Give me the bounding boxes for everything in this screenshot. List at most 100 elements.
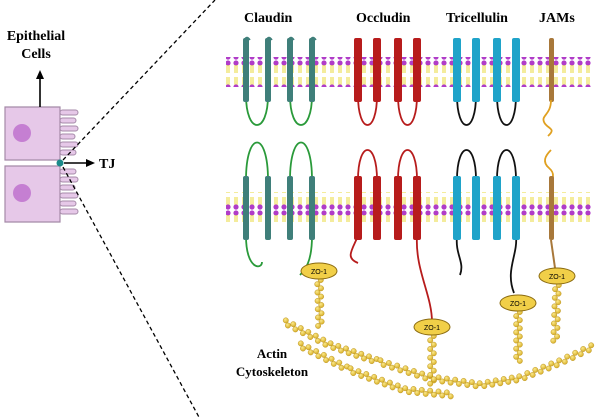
microvilli [59, 109, 79, 215]
actin-bead [313, 348, 320, 354]
actin-bead [505, 378, 512, 385]
actin-bead [338, 364, 345, 371]
actin-bead [368, 358, 375, 364]
actin-bead [314, 289, 321, 296]
actin-bead [314, 306, 321, 313]
actin-bead [554, 316, 561, 323]
claudin-lower-loops [245, 141, 313, 276]
actin-bead [330, 360, 337, 367]
actin-bead [513, 337, 520, 344]
actin-bead [550, 329, 557, 335]
actin-bead [430, 359, 437, 365]
actin-bead [427, 372, 434, 378]
actin-bead [577, 351, 584, 358]
actin-bead [551, 311, 558, 318]
occludin-upper-loops [357, 94, 418, 126]
jam-lower [544, 149, 556, 269]
tricellulin-upper [453, 38, 520, 102]
actin-bead [405, 370, 412, 376]
actin-bead [447, 379, 454, 386]
actin-bead [489, 381, 496, 388]
actin-bead [314, 281, 321, 288]
actin-bead [297, 325, 304, 331]
actin-bead [537, 368, 544, 375]
actin-bead [320, 336, 327, 343]
actin-bead [350, 370, 357, 376]
actin-bead [394, 362, 401, 369]
actin-bead [380, 362, 387, 368]
actin-bead [553, 362, 560, 369]
actin-bead [410, 386, 417, 392]
actin-bead [430, 350, 437, 357]
actin-bead [545, 365, 552, 372]
zo1-claudin [300, 262, 338, 280]
actin-bead [431, 391, 437, 398]
actin-bead [318, 310, 325, 317]
jams-label: JAMs [539, 11, 575, 26]
actin-bead [572, 349, 579, 356]
zo1-jam-label: ZO-1 [549, 274, 565, 281]
actin-bead [513, 353, 520, 360]
actin-bead [358, 373, 365, 379]
actin-bead [443, 375, 450, 382]
actin-bead [513, 345, 520, 352]
actin-bead [561, 358, 568, 365]
actin-bead [297, 340, 304, 347]
occludin-lower-loops [349, 149, 433, 323]
upper-nucleus [13, 124, 31, 142]
actin-bead [492, 377, 499, 384]
actin-bead [551, 303, 558, 310]
actin-bead [315, 353, 322, 360]
actin-bead [468, 379, 475, 385]
actin-bead [564, 353, 571, 360]
actin-bead [290, 321, 297, 328]
actin-bead [481, 383, 488, 389]
cells-arrow [36, 70, 44, 107]
actin-bead [554, 324, 561, 331]
actin-bead [353, 352, 360, 359]
actin-bead [347, 365, 354, 372]
actin-bead [318, 285, 324, 292]
actin-bead [476, 380, 483, 387]
actin-bead [338, 347, 344, 354]
tricellulin-label: Tricellulin [446, 11, 508, 26]
actin-bead [585, 347, 592, 354]
epithelial-label: Epithelial [7, 29, 65, 44]
occludin-lower [354, 176, 421, 240]
actin-bead [447, 393, 454, 400]
actin-bead [305, 344, 312, 351]
actin-bead [472, 383, 479, 390]
actin-bead [484, 378, 491, 385]
actin-bead [361, 355, 367, 362]
actin-bead [406, 389, 412, 396]
actin-bead [516, 333, 523, 340]
actin-bead [455, 380, 462, 387]
actin-bead [389, 384, 396, 391]
actin-bead [551, 294, 558, 301]
epithelial-cells [4, 106, 79, 223]
actin-bead [315, 322, 321, 329]
zoom-line-upper [62, 0, 216, 161]
actin-bead [363, 371, 370, 377]
actin-bead [330, 345, 337, 351]
actin-bead [314, 337, 321, 344]
actin-bead [460, 377, 467, 384]
actin-bead [318, 293, 324, 300]
tj-dot [56, 159, 64, 167]
zo1-group: ZO-1 ZO-1 ZO-1 ZO-1 [300, 262, 576, 336]
actin-bead [315, 314, 321, 321]
actin-bead [439, 378, 446, 385]
claudin-upper-loops [245, 94, 313, 126]
actin-bead [430, 376, 437, 383]
actin-bead [427, 363, 434, 370]
actin-bead [439, 392, 446, 399]
actin-bead [524, 370, 531, 376]
actin-bead [377, 357, 384, 364]
actin-bead [555, 307, 561, 314]
actin-bead [318, 318, 325, 325]
actin-bead [300, 345, 306, 352]
tj-label: TJ [99, 157, 115, 172]
tj-arrow [64, 159, 95, 167]
actin-bead [343, 345, 349, 352]
cells-label: Cells [21, 47, 51, 62]
